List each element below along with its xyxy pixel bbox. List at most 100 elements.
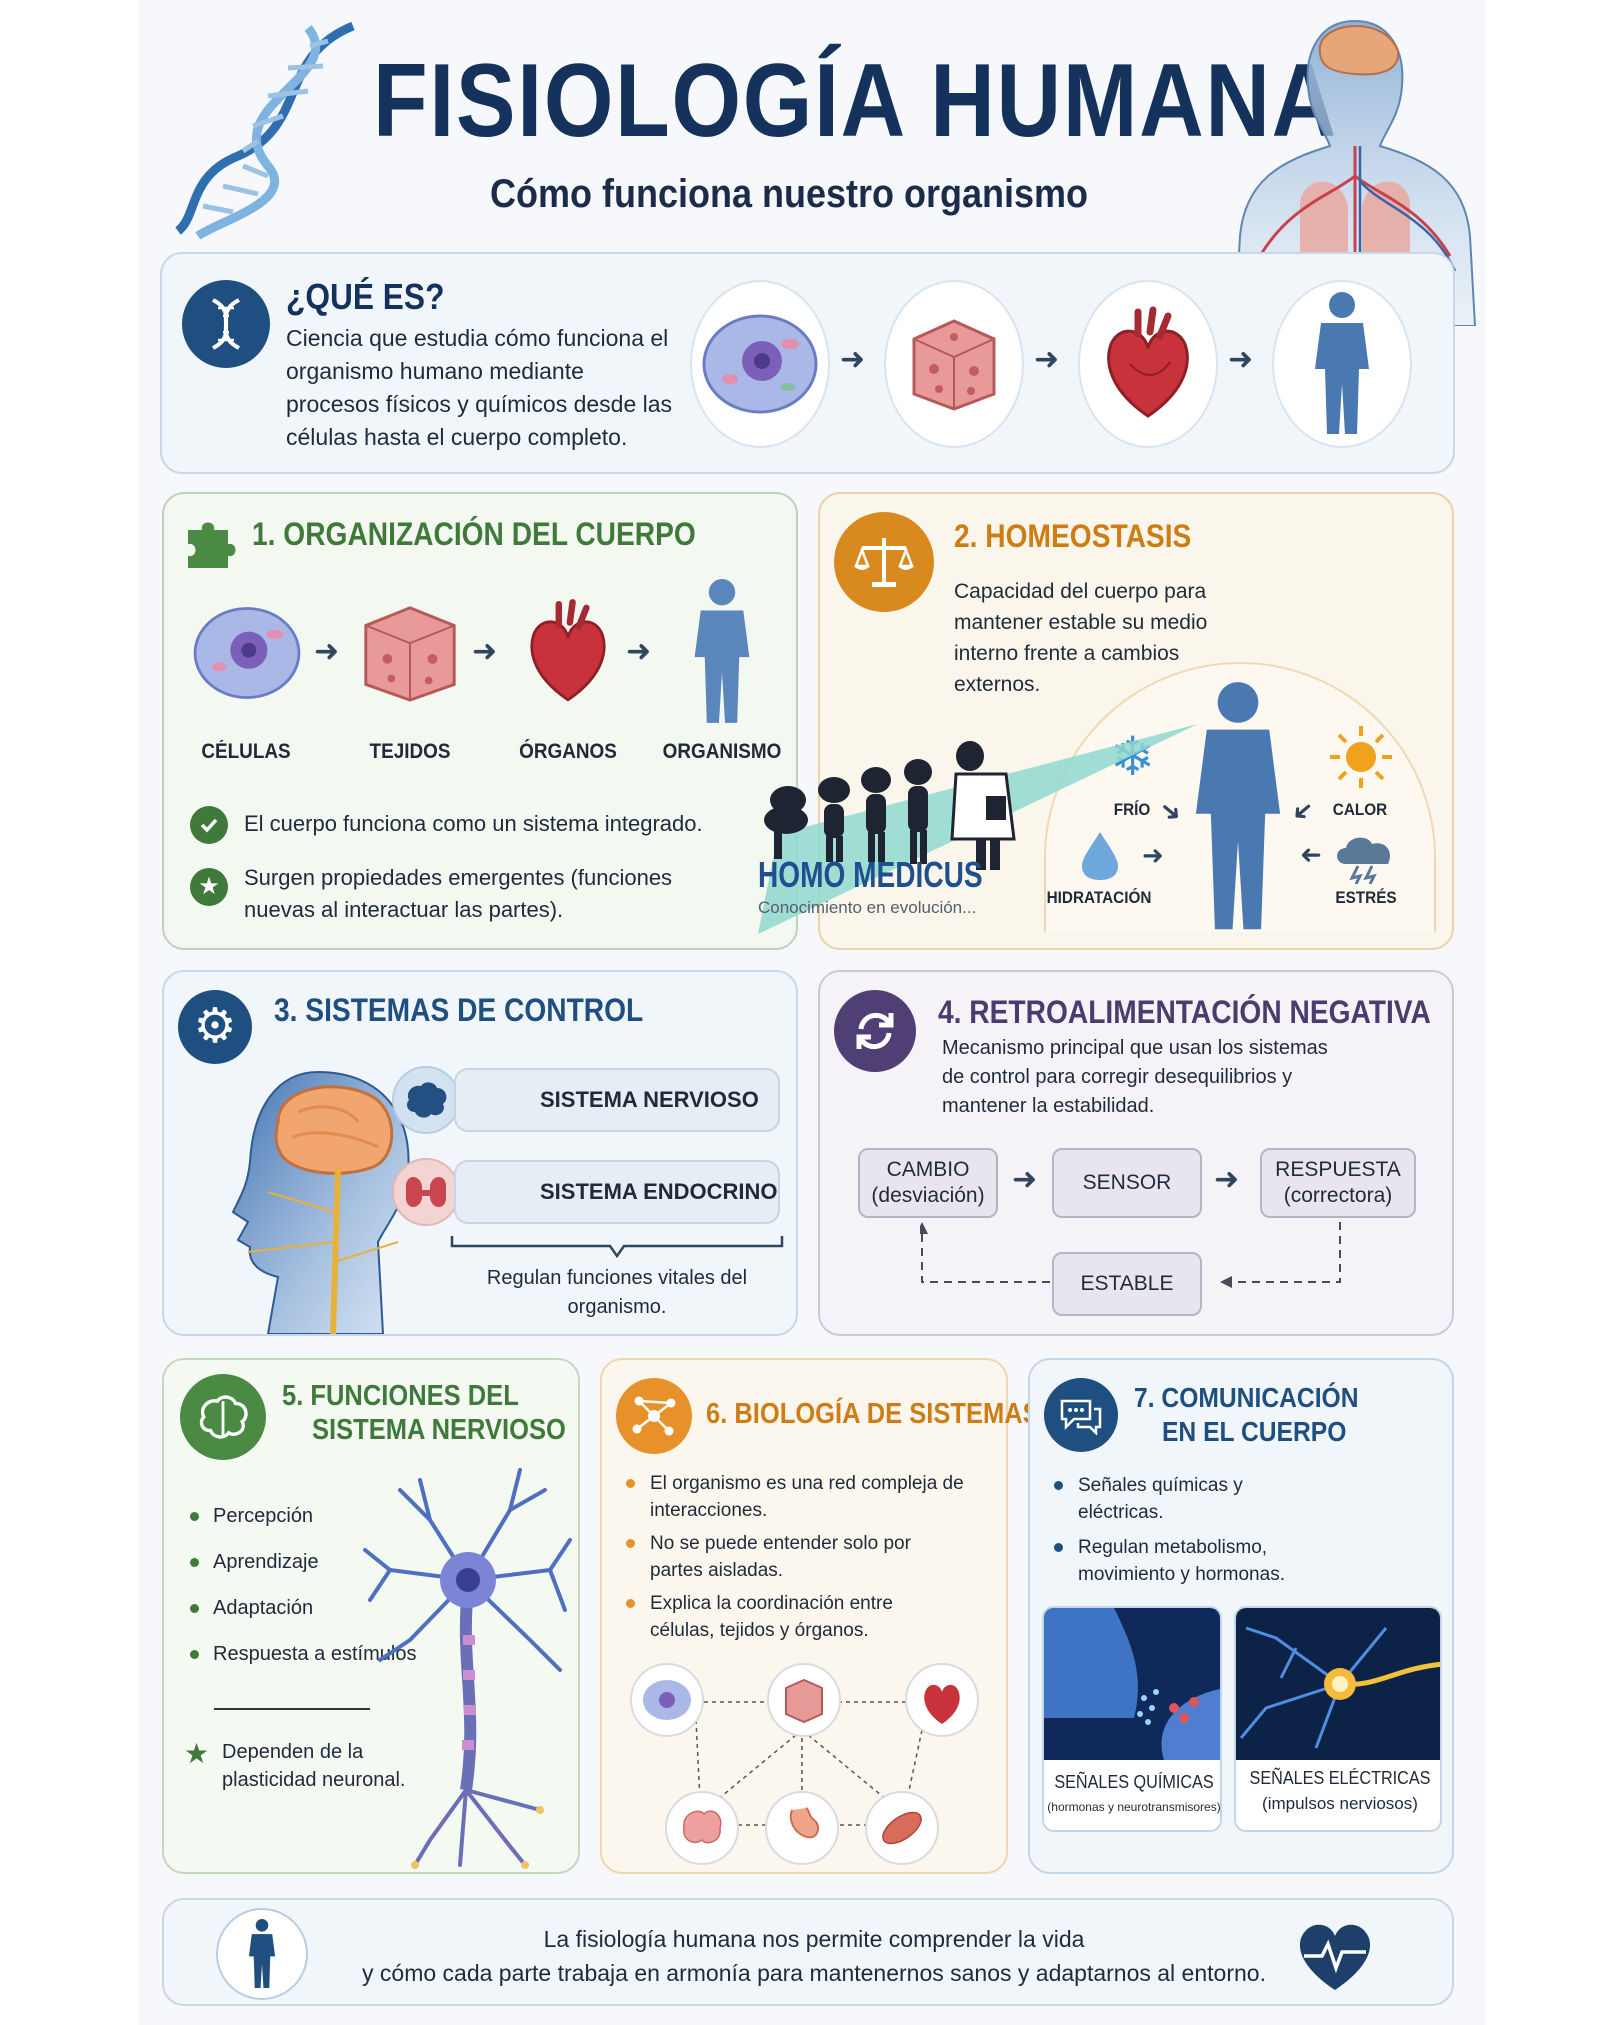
arrow-right-icon: ➜	[1214, 1163, 1240, 1196]
heart-illustration	[1078, 280, 1218, 448]
nervioso-card: 5. FUNCIONES DEL SISTEMA NERVIOSO Percep…	[162, 1358, 580, 1874]
nervioso-title: 5. FUNCIONES DEL	[282, 1380, 519, 1412]
list-item: Explica la coordinación entre células, t…	[626, 1590, 986, 1644]
arrow-right-icon: ➜	[840, 343, 866, 376]
level-label: TEJIDOS	[369, 740, 451, 763]
organizacion-card: 1. ORGANIZACIÓN DEL CUERPO ➜ ➜ ➜ CÉLULAS…	[162, 492, 798, 950]
list-item: El organismo es una red compleja de inte…	[626, 1470, 986, 1524]
control-card: ⚙ 3. SISTEMAS DE CONTROL SISTEMA NERVIOS…	[162, 970, 798, 1336]
homeostasis-text: Capacidad del cuerpo para mantener estab…	[954, 580, 1208, 696]
brace-decoration	[450, 1236, 784, 1258]
list-item-text: Señales químicas y eléctricas.	[1078, 1475, 1243, 1523]
storm-cloud-icon	[1337, 837, 1391, 884]
cell-icon	[193, 607, 301, 699]
list-item-text: Percepción	[213, 1505, 314, 1527]
box-label: RESPUESTA	[1275, 1158, 1401, 1181]
factor-label: CALOR	[1332, 800, 1388, 819]
bullet-icon	[190, 1512, 199, 1522]
footer-line: La fisiología humana nos permite compren…	[543, 1926, 1085, 1952]
bullet-icon	[1054, 1481, 1063, 1490]
water-drop-icon	[1082, 832, 1118, 880]
watermark-brand: HOMO MEDICUS	[758, 854, 983, 895]
human-body-icon	[694, 579, 750, 723]
control-note: Regulan funciones vitales del organismo.	[486, 1267, 748, 1318]
homeostasis-card: 2. HOMEOSTASIS Capacidad del cuerpo para…	[818, 492, 1454, 950]
feedback-loop-arrows	[920, 1222, 1341, 1288]
box-label: ESTABLE	[1080, 1272, 1174, 1295]
control-title: 3. SISTEMAS DE CONTROL	[274, 992, 644, 1028]
box-label: CAMBIO	[886, 1158, 970, 1181]
nervioso-note: Dependen de la plasticidad neuronal.	[222, 1741, 406, 1791]
organizacion-title: 1. ORGANIZACIÓN DEL CUERPO	[252, 516, 696, 552]
retro-title: 4. RETROALIMENTACIÓN NEGATIVA	[938, 994, 1431, 1030]
box-label: SENSOR	[1082, 1171, 1172, 1194]
bullet-icon	[626, 1539, 635, 1548]
que-es-title: ¿QUÉ ES?	[286, 276, 445, 317]
comunicacion-title: 7. COMUNICACIÓN	[1134, 1382, 1359, 1413]
bullet-icon	[190, 1604, 199, 1614]
list-item-text: El organismo es una red compleja de inte…	[650, 1473, 964, 1521]
arrow-right-icon: ➜	[1142, 840, 1164, 870]
estable-box: ESTABLE	[1052, 1252, 1202, 1316]
head-brain-icon	[231, 1070, 410, 1334]
list-item-text: Aprendizaje	[213, 1551, 319, 1573]
homeostasis-title: 2. HOMEOSTASIS	[954, 518, 1192, 554]
bullet-icon	[626, 1479, 635, 1488]
chat-icon	[1044, 1378, 1118, 1452]
synapse-illustration	[1044, 1608, 1220, 1760]
infographic-page: FISIOLOGÍA HUMANA Cómo funciona nuestro …	[138, 0, 1486, 2025]
star-icon: ★	[184, 1738, 210, 1769]
network-icon	[616, 1378, 692, 1454]
heart-icon	[530, 599, 606, 702]
arrow-right-icon: ➜	[1012, 1163, 1038, 1196]
factor-label: ESTRÉS	[1335, 888, 1397, 907]
refresh-icon	[834, 990, 916, 1072]
nervioso-title: SISTEMA NERVIOSO	[312, 1414, 566, 1446]
bullet-icon	[190, 1558, 199, 1568]
system-pill-nervioso: SISTEMA NERVIOSO	[454, 1068, 780, 1132]
list-item: Regulan metabolismo, movimiento y hormon…	[1054, 1534, 1424, 1588]
human-body-icon	[1195, 682, 1281, 930]
comunicacion-card: 7. COMUNICACIÓN EN EL CUERPO Señales quí…	[1028, 1358, 1454, 1874]
systems-network-diagram	[630, 1663, 979, 1865]
human-figure-icon	[216, 1908, 308, 2000]
level-label: CÉLULAS	[201, 740, 291, 763]
list-item-text: Explica la coordinación entre células, t…	[650, 1593, 893, 1641]
level-label: ÓRGANOS	[519, 740, 617, 763]
box-sublabel: (desviación)	[871, 1184, 985, 1207]
list-item: Señales químicas y eléctricas.	[1054, 1472, 1424, 1526]
biologia-title: 6. BIOLOGÍA DE SISTEMAS	[706, 1398, 1040, 1430]
puzzle-icon	[180, 512, 240, 577]
electrical-signals-label: SEÑALES ELÉCTRICAS	[1249, 1768, 1431, 1788]
homo-medicus-logo	[758, 724, 1198, 934]
gear-icon: ⚙	[178, 990, 252, 1064]
electrical-signals-panel: SEÑALES ELÉCTRICAS (impulsos nerviosos)	[1234, 1606, 1442, 1832]
page-title: FISIOLOGÍA HUMANA	[373, 43, 1339, 159]
tissue-illustration	[884, 280, 1024, 448]
sun-icon	[1330, 726, 1392, 788]
divider	[214, 1708, 370, 1710]
retro-card: 4. RETROALIMENTACIÓN NEGATIVA Mecanismo …	[818, 970, 1454, 1336]
arrow-right-icon: ➜	[626, 635, 652, 668]
footer-text: La fisiología humana nos permite compren…	[324, 1922, 1304, 1990]
arrow-right-icon: ➜	[1034, 343, 1060, 376]
list-item: Respuesta a estímulos	[190, 1640, 416, 1668]
bullet-icon	[1054, 1543, 1063, 1552]
level-label: ORGANISMO	[662, 740, 782, 763]
list-item: No se puede entender solo por partes ais…	[626, 1530, 986, 1584]
system-pill-endocrino: SISTEMA ENDOCRINO	[454, 1160, 780, 1224]
respuesta-box: RESPUESTA (correctora)	[1260, 1148, 1416, 1218]
dna-icon	[182, 280, 270, 368]
neuron-impulse-illustration	[1236, 1608, 1440, 1760]
system-label: SISTEMA NERVIOSO	[540, 1087, 759, 1112]
chemical-signals-panel: SEÑALES QUÍMICAS (hormonas y neurotransm…	[1042, 1606, 1222, 1832]
comunicacion-title: EN EL CUERPO	[1162, 1416, 1347, 1447]
list-item-text: Adaptación	[213, 1597, 314, 1619]
footer-line: y cómo cada parte trabaja en armonía par…	[362, 1960, 1266, 1986]
arrow-right-icon: ➜	[1228, 343, 1254, 376]
brain-icon	[180, 1374, 266, 1460]
heartbeat-icon	[1299, 1924, 1371, 1990]
star-icon: ★	[190, 868, 228, 906]
bullet-icon	[190, 1650, 199, 1660]
watermark-tagline: Conocimiento en evolución...	[758, 898, 977, 917]
